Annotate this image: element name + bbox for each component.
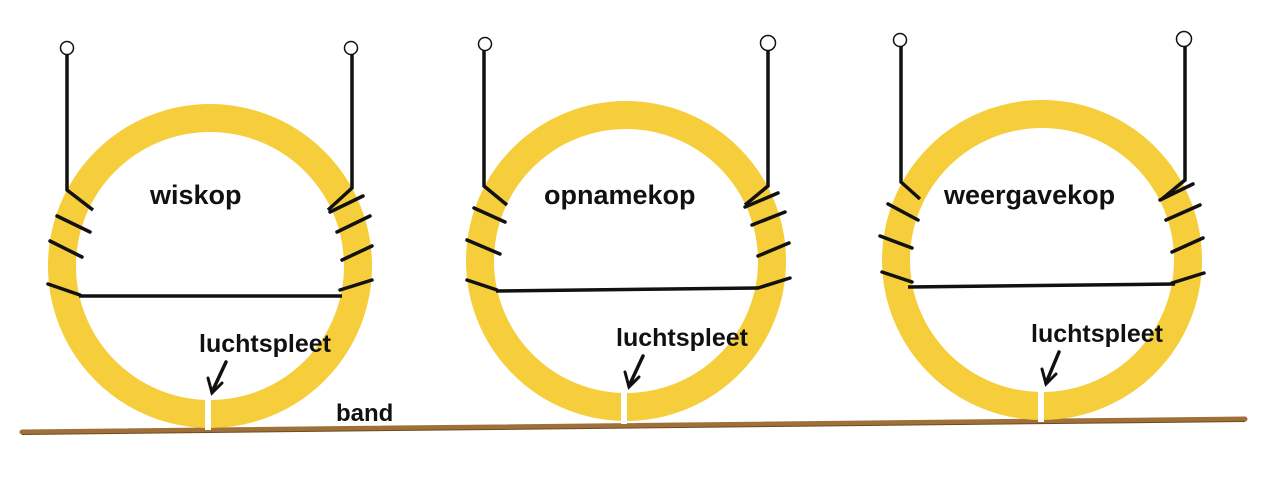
coil-windings-right: [743, 191, 792, 290]
coil-windings-right: [1158, 182, 1206, 285]
coil-wire-right: [326, 52, 354, 212]
head-label: weergavekop: [943, 180, 1115, 210]
terminal-left: [59, 40, 75, 56]
coil-windings-left: [878, 202, 920, 284]
coil-windings-right: [328, 194, 374, 292]
coil-connection: [907, 282, 1176, 289]
head-core: [882, 100, 1202, 420]
coil-wire-right: [743, 50, 770, 207]
gap-arrow: [210, 360, 228, 394]
air-gap: [621, 390, 627, 424]
gap-arrowhead: [206, 376, 224, 396]
terminal-right: [1175, 30, 1193, 48]
air-gap: [205, 396, 211, 430]
tape-band-edge: [21, 421, 1246, 435]
gap-arrow: [1044, 350, 1061, 385]
coil-wire-right: [1160, 46, 1187, 201]
head-record: opnamekop luchtspleet: [465, 34, 792, 424]
head-core: [48, 104, 372, 428]
coil-connection: [495, 286, 759, 293]
terminal-left: [892, 32, 908, 48]
terminal-right: [343, 40, 359, 56]
terminal-left: [477, 36, 493, 52]
coil-wire-left: [65, 52, 95, 212]
air-gap: [1038, 388, 1044, 422]
terminal-right: [759, 34, 777, 52]
gap-arrowhead: [1040, 367, 1058, 387]
coil-wire-left: [482, 48, 509, 207]
band-label: band: [336, 400, 393, 427]
head-playback: weergavekop luchtspleet: [878, 30, 1206, 422]
gap-label: luchtspleet: [616, 324, 749, 352]
gap-label: luchtspleet: [199, 330, 332, 358]
coil-windings-left: [465, 206, 507, 292]
head-label: opnamekop: [544, 180, 696, 210]
gap-label: luchtspleet: [1031, 320, 1164, 348]
head-core: [466, 101, 786, 421]
head-erase: wiskop luchtspleet: [46, 40, 374, 430]
head-label: wiskop: [149, 180, 242, 210]
gap-arrow: [627, 354, 645, 388]
coil-wire-left: [899, 44, 922, 201]
coil-windings-left: [46, 214, 92, 297]
gap-arrowhead: [623, 370, 641, 390]
